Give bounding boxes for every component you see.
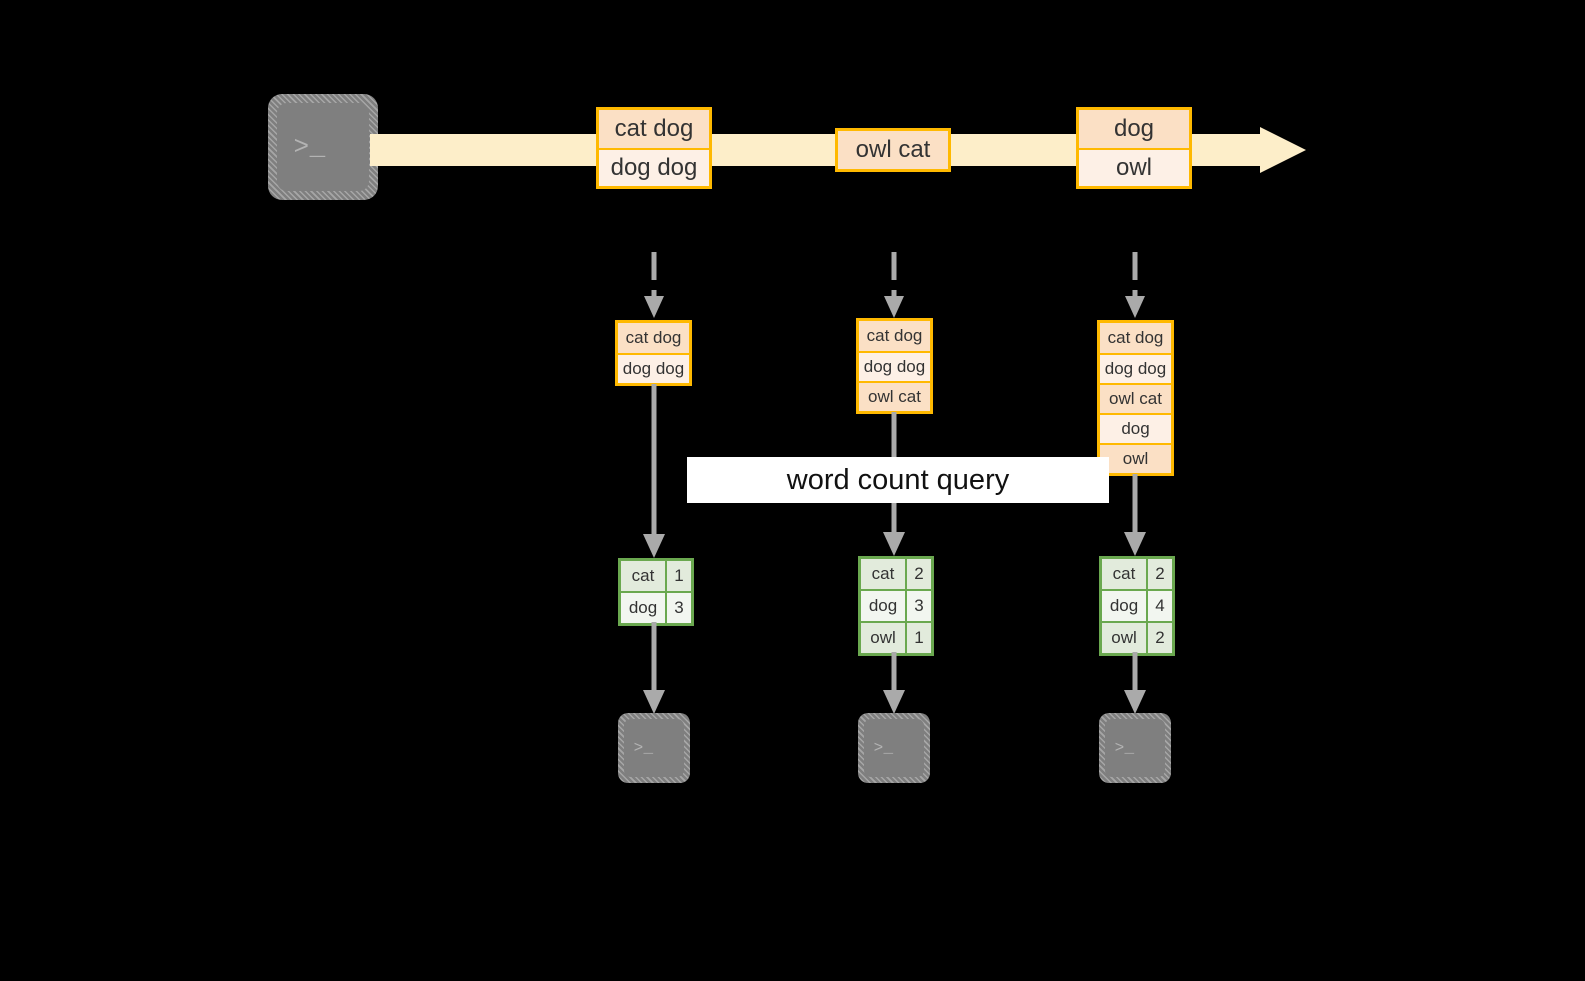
message-line: owl: [1100, 443, 1171, 473]
stream-message-batch-2[interactable]: owl cat: [835, 128, 951, 172]
terminal-prompt-text: >_: [1114, 739, 1135, 757]
terminal-screen: >_: [277, 103, 369, 191]
terminal-screen: >_: [864, 719, 924, 777]
table-cell-count: 3: [665, 593, 691, 623]
query-label-band: word count query: [687, 457, 1109, 503]
message-line: owl cat: [859, 381, 930, 411]
stream-to-snapshot-connector-2: [880, 252, 910, 322]
query-label-text: word count query: [786, 463, 1010, 496]
table-cell-word: cat: [621, 561, 665, 591]
table-cell-word: cat: [861, 559, 905, 589]
table-cell-count: 2: [1146, 559, 1172, 589]
message-line: owl: [1079, 148, 1189, 186]
table-row: cat 2: [861, 559, 931, 589]
table-cell-count: 2: [905, 559, 931, 589]
message-line: dog dog: [859, 351, 930, 381]
table-cell-word: dog: [621, 593, 665, 623]
terminal-screen: >_: [1105, 719, 1165, 777]
stream-to-snapshot-connector-3: [1121, 252, 1151, 322]
table-row: owl 1: [861, 621, 931, 653]
table-cell-word: owl: [1102, 623, 1146, 653]
consumer-terminal-icon-2[interactable]: >_: [858, 713, 930, 783]
snapshot-2-result-table[interactable]: cat 2 dog 3 owl 1: [858, 556, 934, 656]
table-cell-count: 2: [1146, 623, 1172, 653]
table-cell-word: cat: [1102, 559, 1146, 589]
message-line: owl cat: [838, 131, 948, 169]
snapshot-1-message-list[interactable]: cat dog dog dog: [615, 320, 692, 386]
stream-to-snapshot-connector-1: [640, 252, 670, 322]
table-cell-count: 3: [905, 591, 931, 621]
message-line: cat dog: [1100, 323, 1171, 353]
snapshot-3-result-table[interactable]: cat 2 dog 4 owl 2: [1099, 556, 1175, 656]
stream-message-batch-3[interactable]: dog owl: [1076, 107, 1192, 189]
table-row: cat 1: [621, 561, 691, 591]
table-cell-count: 1: [905, 623, 931, 653]
message-line: cat dog: [599, 110, 709, 148]
table-cell-count: 1: [665, 561, 691, 591]
terminal-prompt-text: >_: [633, 739, 654, 757]
message-line: dog dog: [1100, 353, 1171, 383]
message-line: owl cat: [1100, 383, 1171, 413]
message-line: dog dog: [599, 148, 709, 186]
snapshot-2-message-list[interactable]: cat dog dog dog owl cat: [856, 318, 933, 414]
message-line: dog: [1100, 413, 1171, 443]
table-cell-word: dog: [1102, 591, 1146, 621]
table-cell-word: owl: [861, 623, 905, 653]
result-2-to-consumer-connector: [880, 652, 910, 716]
table-cell-word: dog: [861, 591, 905, 621]
snapshot-3-message-list[interactable]: cat dog dog dog owl cat dog owl: [1097, 320, 1174, 476]
snapshot-1-result-table[interactable]: cat 1 dog 3: [618, 558, 694, 626]
table-cell-count: 4: [1146, 591, 1172, 621]
snapshot-3-to-result-connector: [1121, 474, 1151, 558]
snapshot-1-to-result-connector: [640, 384, 670, 560]
terminal-screen: >_: [624, 719, 684, 777]
message-line: cat dog: [859, 321, 930, 351]
table-row: dog 3: [861, 589, 931, 621]
table-row: owl 2: [1102, 621, 1172, 653]
consumer-terminal-icon-3[interactable]: >_: [1099, 713, 1171, 783]
table-row: cat 2: [1102, 559, 1172, 589]
table-row: dog 4: [1102, 589, 1172, 621]
stream-message-batch-1[interactable]: cat dog dog dog: [596, 107, 712, 189]
table-row: dog 3: [621, 591, 691, 623]
consumer-terminal-icon-1[interactable]: >_: [618, 713, 690, 783]
message-line: cat dog: [618, 323, 689, 353]
message-line: dog dog: [618, 353, 689, 383]
producer-terminal-icon[interactable]: >_: [268, 94, 378, 200]
terminal-prompt-text: >_: [873, 739, 894, 757]
result-3-to-consumer-connector: [1121, 652, 1151, 716]
result-1-to-consumer-connector: [640, 622, 670, 716]
message-line: dog: [1079, 110, 1189, 148]
terminal-prompt-text: >_: [293, 132, 326, 162]
